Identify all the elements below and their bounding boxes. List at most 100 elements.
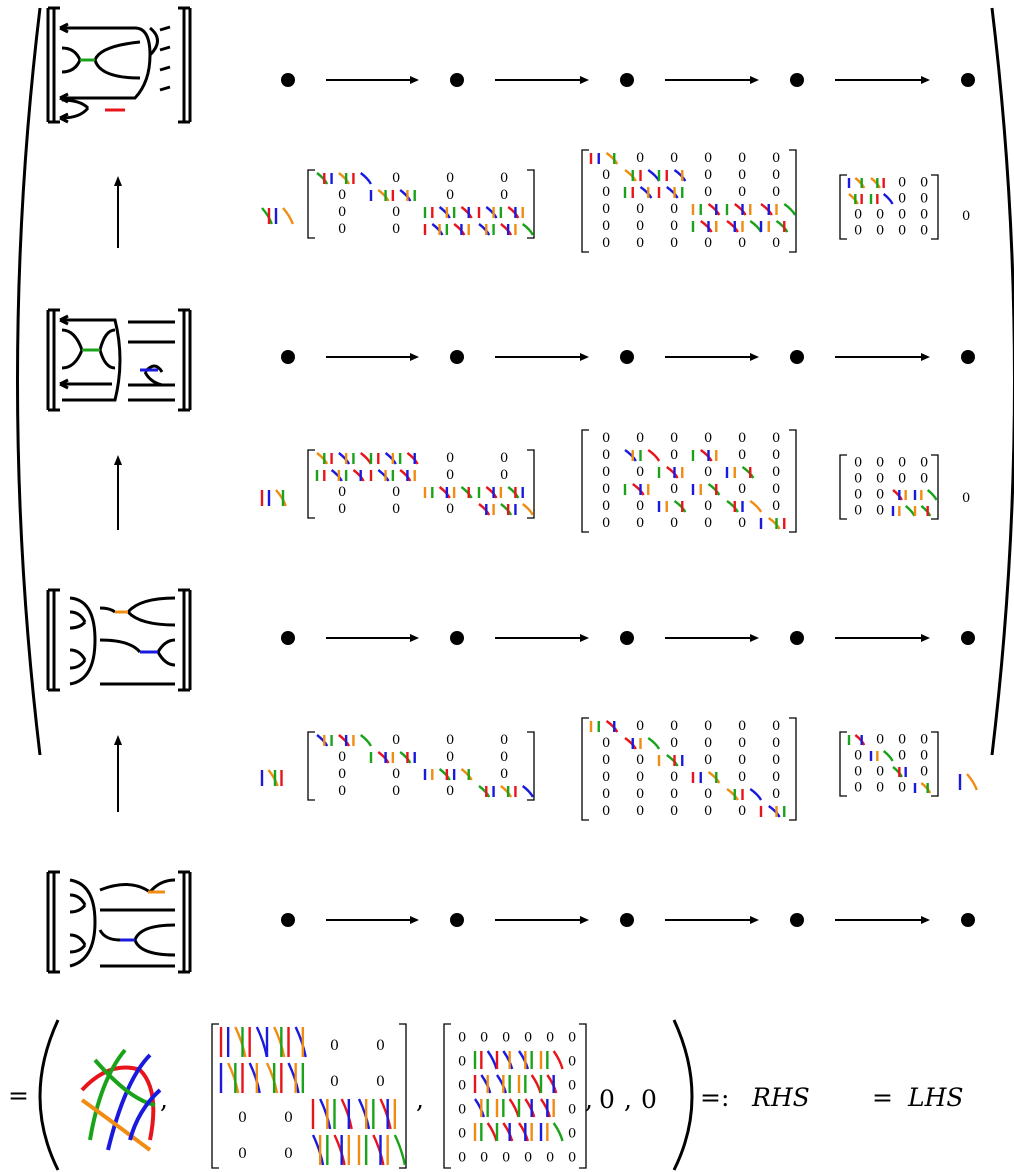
- matrix-zero: 0: [738, 448, 746, 463]
- tangle-strand: [707, 203, 721, 216]
- chain-arrow-head: [580, 76, 589, 84]
- tangle-glyph: [759, 220, 789, 233]
- tangle-strand: [892, 766, 903, 778]
- tangle-glyph: [357, 1098, 397, 1130]
- tangle-glyph: [473, 1050, 498, 1070]
- matrix-left-bracket: [211, 1023, 219, 1169]
- tangle-strand: [882, 193, 894, 205]
- tangle-glyph: [913, 489, 938, 501]
- matrix-zero: 0: [636, 804, 644, 819]
- matrix-zero: 0: [854, 224, 862, 239]
- tangle-strand: [552, 1122, 564, 1142]
- tangle-strand: [359, 452, 372, 465]
- chain-arrow-head: [580, 634, 589, 642]
- matrix-zero: 0: [738, 431, 746, 446]
- matrix-zero: 0: [602, 185, 610, 200]
- matrix-zero: 0: [602, 736, 610, 751]
- tangle-strand: [666, 186, 679, 199]
- matrix-zero: 0: [704, 499, 712, 514]
- tangle-strand: [926, 489, 938, 501]
- tangle-glyph: [539, 1122, 564, 1142]
- tangle-strand: [530, 1074, 542, 1094]
- tangle-glyph: [691, 771, 721, 784]
- matrix-zero: 0: [376, 1038, 385, 1054]
- matrix-zero: 0: [898, 208, 906, 223]
- tangle-strand: [749, 788, 763, 801]
- tangle-strand: [734, 203, 747, 216]
- matrix-zero: 0: [636, 753, 644, 768]
- matrix-zero: 0: [738, 516, 746, 531]
- matrix-zero: 0: [338, 750, 346, 765]
- matrix-zero: 0: [392, 205, 400, 220]
- matrix-right-bracket: [527, 169, 535, 239]
- tangle-strand: [521, 785, 534, 798]
- tangle-glyph: [726, 500, 763, 513]
- matrix-zero: 0: [876, 472, 884, 487]
- tangle-strand: [333, 1134, 346, 1166]
- matrix-zero: 0: [876, 504, 884, 519]
- matrix-right-bracket: [789, 717, 797, 821]
- matrix-zero: 0: [876, 781, 884, 796]
- matrix-zero: 0: [392, 171, 400, 186]
- matrix-zero: 0: [898, 733, 906, 748]
- matrix-zero: 0: [670, 448, 678, 463]
- bottom-tangle: [80, 1048, 162, 1152]
- tangle-strand: [768, 517, 781, 530]
- matrix-zero: 0: [458, 1126, 466, 1141]
- matrix-zero: 0: [500, 468, 508, 483]
- tangle-strand: [700, 449, 713, 462]
- rhs-label: RHS: [751, 1083, 810, 1112]
- tangle-strand: [338, 452, 351, 465]
- matrix-zero: 0: [446, 784, 454, 799]
- chain-arrow-head: [750, 76, 759, 84]
- chain-arrow-head: [750, 634, 759, 642]
- matrix-zero: 0: [602, 516, 610, 531]
- matrix-zero: 0: [704, 787, 712, 802]
- tangle-glyph: [423, 768, 473, 781]
- matrix-zero: 0: [876, 208, 884, 223]
- tangle-glyph: [657, 754, 684, 767]
- matrix-zero: 0: [704, 151, 712, 166]
- matrix-right-bracket: [527, 449, 535, 519]
- matrix-zero: 0: [602, 770, 610, 785]
- web-diagram-4-colored-edges: [120, 890, 165, 942]
- chain-arrow-head: [410, 76, 419, 84]
- matrix-zero: 0: [500, 188, 508, 203]
- tangle-glyph: [495, 1050, 514, 1070]
- matrix-zero: 0: [876, 733, 884, 748]
- tangle-strand: [357, 1098, 371, 1130]
- chain-arrow-head: [410, 916, 419, 924]
- tangle-strand: [486, 1050, 498, 1070]
- matrix-zero: 0: [636, 770, 644, 785]
- tail-zero: 0: [962, 209, 970, 224]
- tangle-strand: [379, 1098, 392, 1130]
- matrix-zero: 0: [854, 208, 862, 223]
- tangle-glyph: [316, 734, 372, 747]
- matrix-right-bracket: [931, 454, 939, 520]
- chain-dot: [790, 631, 804, 645]
- tangle-glyph: [913, 782, 932, 794]
- tangle-strand: [920, 782, 932, 794]
- matrix-zero: 0: [854, 765, 862, 780]
- matrix-left-bracket: [581, 149, 589, 253]
- bottom-comma-3: ,: [585, 1085, 593, 1114]
- matrix-zero: 0: [854, 749, 862, 764]
- matrix-zero: 0: [738, 151, 746, 166]
- tangle-glyph: [261, 207, 294, 225]
- tangle-glyph: [589, 720, 619, 733]
- matrix-zero: 0: [338, 188, 346, 203]
- chain-dot: [450, 913, 464, 927]
- tangle-strand: [624, 737, 637, 750]
- tangle-glyph: [539, 1050, 564, 1070]
- web-diagram-1-colored-edges: [80, 58, 125, 112]
- matrix-zero: 0: [704, 431, 712, 446]
- matrix-zero: 0: [546, 1150, 554, 1165]
- matrix-zero: 0: [670, 482, 678, 497]
- tangle-glyph: [315, 469, 365, 482]
- matrix-zero: 0: [602, 448, 610, 463]
- equals-sign: =: [8, 1081, 29, 1110]
- bottom-zero-b: 0: [641, 1085, 657, 1114]
